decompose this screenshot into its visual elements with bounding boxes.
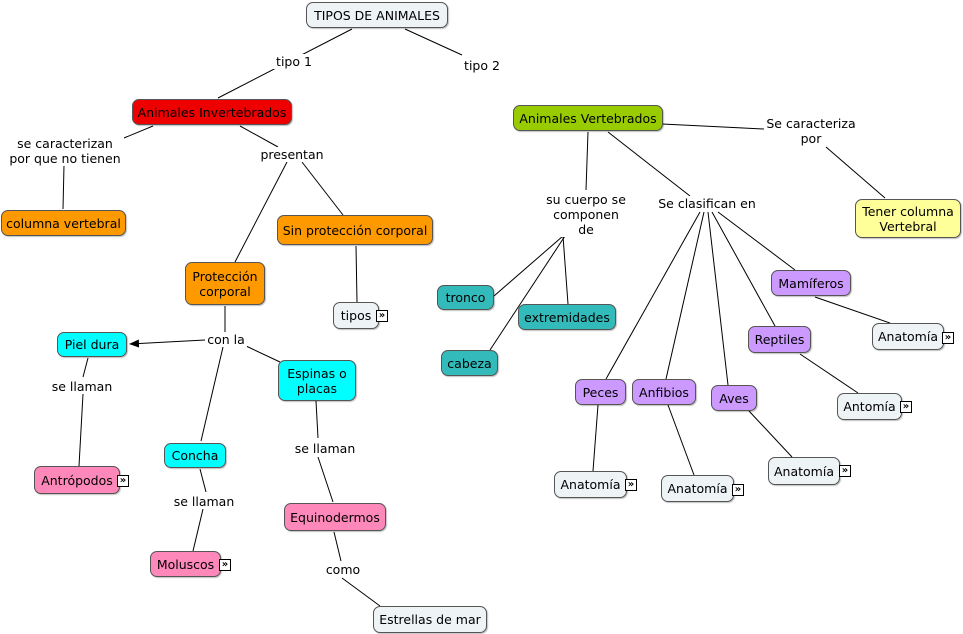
node-antomia-reptiles[interactable]: Antomía — [837, 393, 902, 420]
link-label-se-clasifican-en: Se clasifican en — [655, 196, 759, 211]
node-espinas-o-placas[interactable]: Espinas o placas — [278, 360, 356, 401]
double-chevron-right-icon[interactable]: » — [900, 401, 912, 413]
connector-line — [493, 235, 564, 297]
node-proteccion-corporal[interactable]: Protección corporal — [185, 262, 265, 305]
connector-line — [78, 393, 84, 467]
node-estrellas-de-mar[interactable]: Estrellas de mar — [373, 606, 487, 633]
connector-line — [315, 400, 319, 439]
connector-line — [333, 531, 342, 562]
node-animales-vertebrados[interactable]: Animales Vertebrados — [513, 105, 663, 131]
connector-line — [62, 164, 65, 210]
node-tronco[interactable]: tronco — [437, 285, 494, 310]
link-label-como: como — [324, 562, 362, 577]
node-anatomia-peces[interactable]: Anatomía — [554, 471, 627, 498]
node-aves[interactable]: Aves — [711, 385, 757, 411]
connector-line — [355, 245, 358, 303]
connector-line — [661, 123, 765, 130]
node-tipos[interactable]: tipos — [333, 302, 379, 329]
connector-line — [489, 235, 566, 351]
connector-line — [717, 211, 796, 271]
node-anatomia-anfibios[interactable]: Anatomía — [661, 475, 734, 502]
link-label-presentan: presentan — [259, 147, 325, 162]
connector-line — [404, 28, 463, 56]
node-animales-invertebrados[interactable]: Animales Invertebrados — [132, 99, 292, 125]
link-label-tipo-1: tipo 1 — [273, 54, 315, 69]
double-chevron-right-icon[interactable]: » — [376, 310, 388, 322]
connector-line — [665, 211, 705, 380]
node-anfibios[interactable]: Anfibios — [632, 379, 696, 405]
connector-line — [562, 235, 569, 305]
link-label-tipo-2: tipo 2 — [461, 58, 503, 73]
connector-line — [605, 211, 701, 380]
connector-line — [82, 357, 89, 378]
connector-line — [199, 468, 207, 493]
node-sin-proteccion-corporal[interactable]: Sin protección corporal — [277, 215, 433, 245]
link-label-se-llaman: se llaman — [173, 494, 235, 509]
connector-line — [239, 125, 279, 148]
double-chevron-right-icon[interactable]: » — [839, 465, 851, 477]
link-label-se-caracteriza-por: Se caracteriza por — [764, 116, 858, 146]
double-chevron-right-icon[interactable]: » — [625, 479, 637, 491]
node-extremidades[interactable]: extremidades — [518, 304, 616, 330]
connector-line — [200, 346, 224, 442]
connector-line — [317, 456, 334, 503]
connector-line — [245, 345, 281, 363]
connector-line — [592, 404, 599, 472]
node-piel-dura[interactable]: Piel dura — [57, 332, 127, 357]
node-columna-vertebral[interactable]: columna vertebral — [1, 210, 126, 236]
connector-line — [585, 131, 589, 191]
node-reptiles[interactable]: Reptiles — [748, 326, 811, 353]
connector-line — [341, 577, 381, 607]
node-moluscos[interactable]: Moluscos — [150, 551, 221, 577]
connector-line — [711, 211, 776, 327]
link-label-se-llaman: se llaman — [294, 441, 356, 456]
link-label-su-cuerpo-se-componen-de: su cuerpo se componen de — [543, 192, 629, 237]
link-label-con-la: con la — [205, 332, 247, 347]
double-chevron-right-icon[interactable]: » — [219, 559, 231, 571]
connector-arrow — [129, 339, 206, 348]
connector-line — [192, 508, 204, 552]
link-label-se-llaman: se llaman — [51, 379, 113, 394]
connector-line — [301, 161, 344, 216]
double-chevron-right-icon[interactable]: » — [942, 332, 954, 344]
node-anatomia-aves[interactable]: Anatomía — [768, 457, 840, 485]
node-equinodermos[interactable]: Equinodermos — [284, 503, 386, 531]
connector-line — [667, 404, 695, 476]
node-tipos-de-animales[interactable]: TIPOS DE ANIMALES — [306, 2, 448, 28]
node-antropodos[interactable]: Antrópodos — [34, 466, 120, 494]
link-label-se-caracterizan: se caracterizan por que no tienen — [6, 136, 124, 166]
connector-line — [607, 131, 691, 197]
node-peces[interactable]: Peces — [575, 379, 626, 405]
double-chevron-right-icon[interactable]: » — [732, 484, 744, 496]
node-anatomia-mamiferos[interactable]: Anatomía — [872, 323, 944, 350]
connector-line — [799, 353, 859, 394]
double-chevron-right-icon[interactable]: » — [117, 475, 129, 487]
connector-line — [234, 161, 288, 263]
connector-line — [825, 146, 886, 199]
node-concha[interactable]: Concha — [164, 443, 226, 468]
connector-line — [748, 410, 793, 458]
node-mamiferos[interactable]: Mamíferos — [771, 270, 851, 296]
node-tener-columna-vertebral[interactable]: Tener columna Vertebral — [855, 199, 961, 238]
connector-line — [814, 296, 891, 324]
connector-line — [707, 211, 729, 386]
node-cabeza[interactable]: cabeza — [441, 350, 498, 376]
